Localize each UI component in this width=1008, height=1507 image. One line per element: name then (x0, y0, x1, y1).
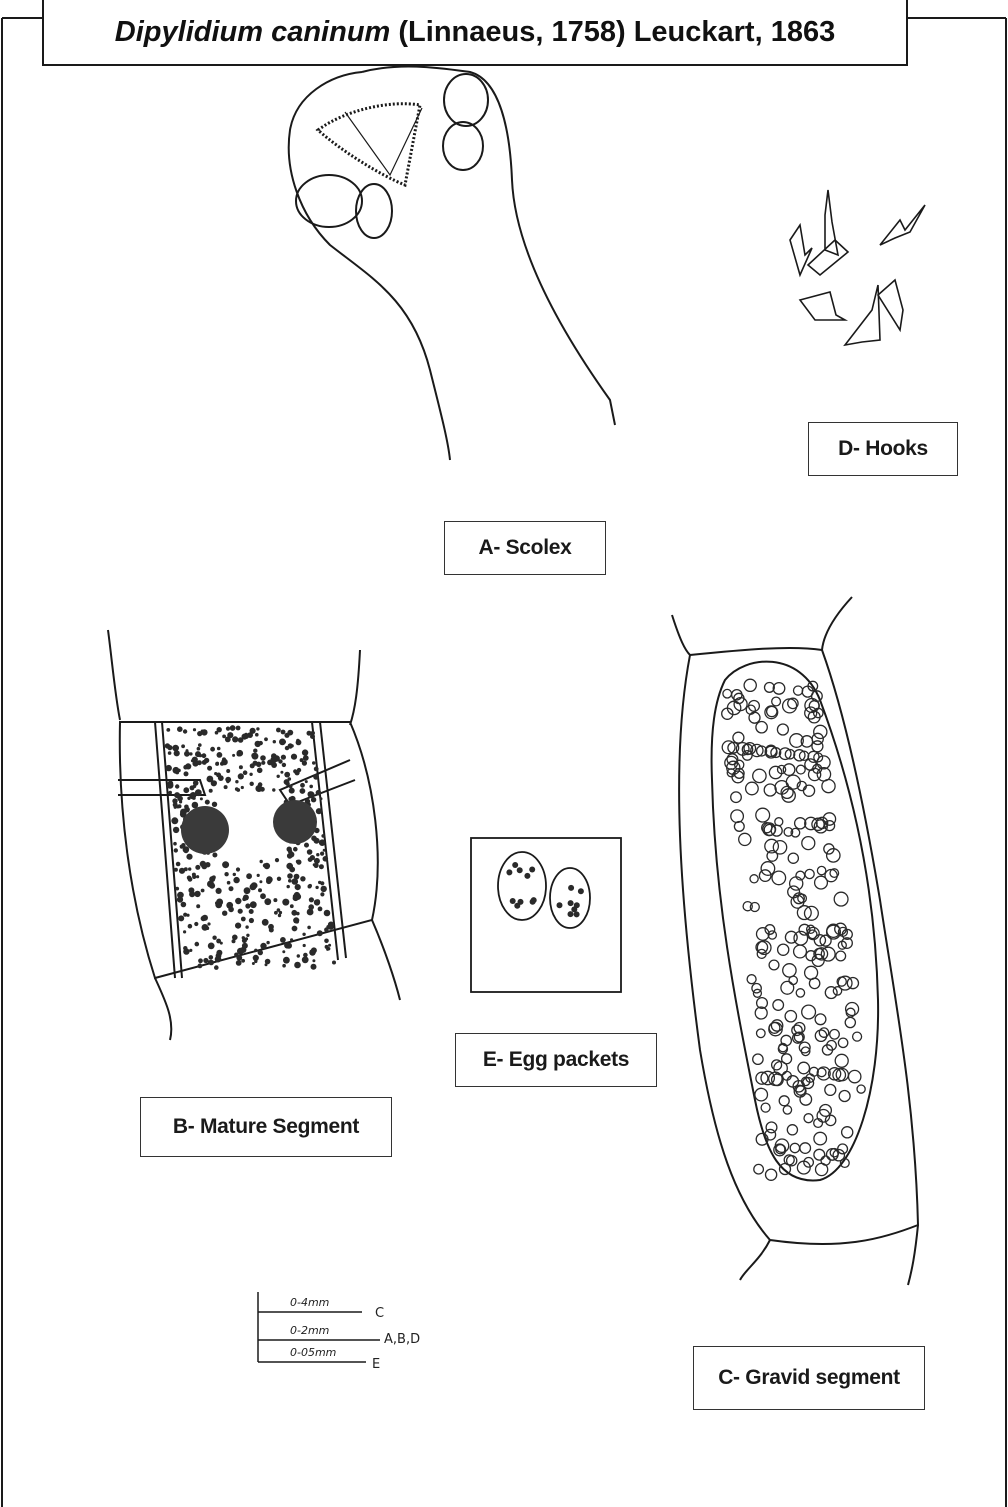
label-egg-packets: E- Egg packets (455, 1033, 657, 1087)
scale-value-abd: 0-2mm (290, 1324, 329, 1337)
hooks-drawing (790, 190, 925, 345)
label-hooks: D- Hooks (808, 422, 958, 476)
egg-packets-drawing (471, 838, 621, 992)
label-gravid-segment: C- Gravid segment (693, 1346, 925, 1410)
scale-target-e: E (372, 1357, 380, 1372)
scale-value-e: 0-05mm (290, 1346, 336, 1359)
mature-ovary-left (181, 806, 229, 854)
gravid-egg-capsules (722, 679, 866, 1180)
plate-title: Dipylidium caninum (Linnaeus, 1758) Leuc… (42, 0, 908, 66)
species-name: Dipylidium caninum (115, 16, 391, 49)
scale-value-c: 0-4mm (290, 1296, 329, 1309)
mature-ovary-right (273, 800, 317, 844)
mature-segment-drawing (108, 630, 400, 1040)
scale-target-abd: A,B,D (384, 1332, 420, 1347)
label-scolex: A- Scolex (444, 521, 606, 575)
scolex-drawing (289, 67, 615, 460)
label-mature-segment: B- Mature Segment (140, 1097, 392, 1157)
species-authority: (Linnaeus, 1758) Leuckart, 1863 (398, 16, 835, 49)
scale-target-c: C (375, 1306, 384, 1321)
